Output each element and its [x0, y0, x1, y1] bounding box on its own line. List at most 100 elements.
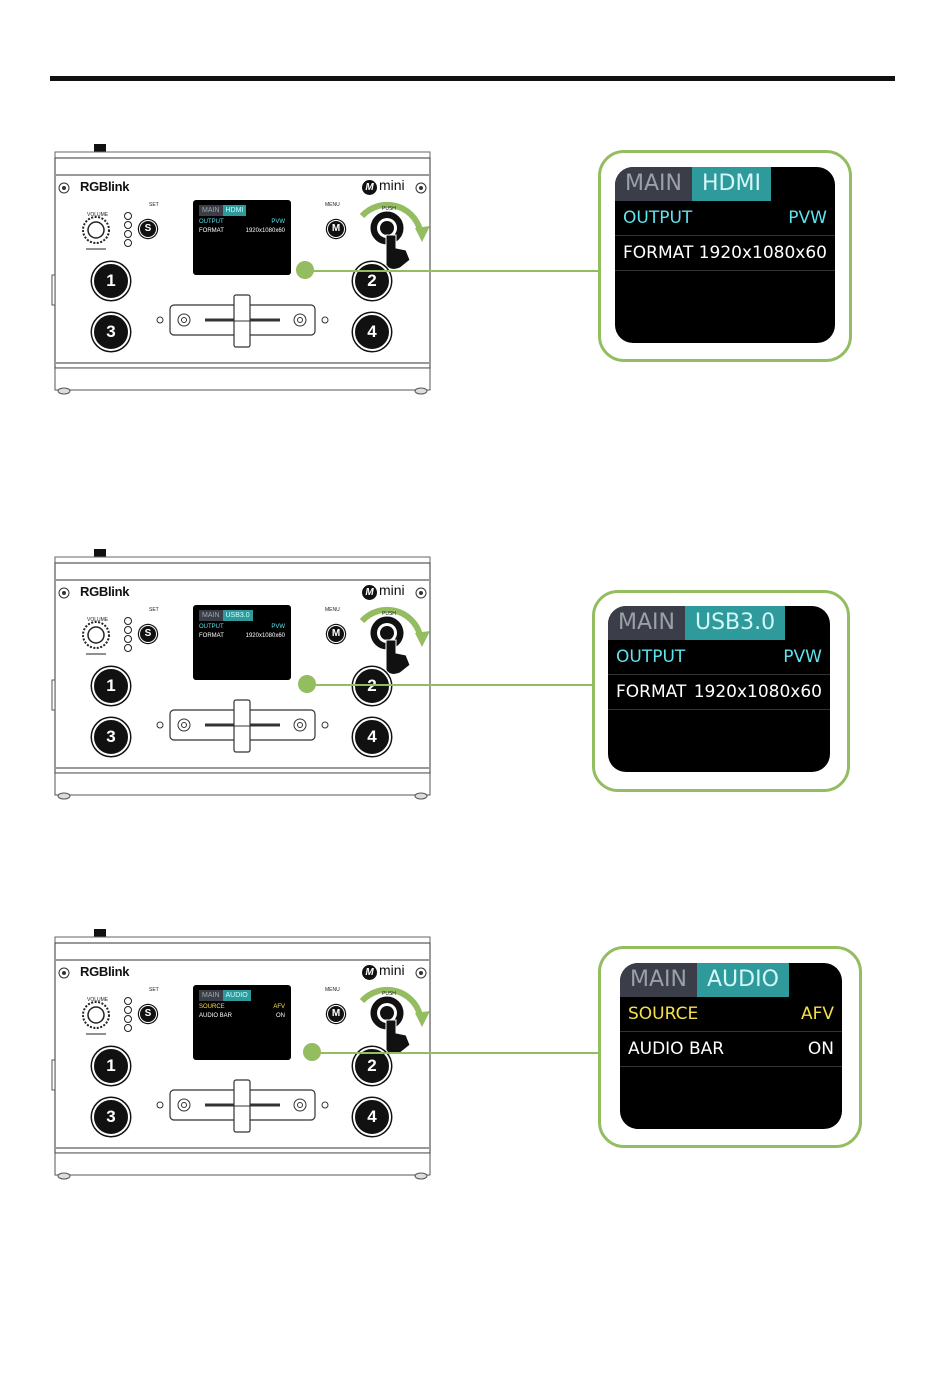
panel-row: SOURCE AFV	[620, 997, 842, 1032]
panel-row-label: FORMAT	[623, 243, 694, 263]
source-button-4[interactable]: 4	[353, 313, 391, 351]
m-logo-icon: M	[362, 585, 377, 600]
callout-connector	[305, 270, 598, 272]
source-button-1[interactable]: 1	[92, 1047, 130, 1085]
screen-row-value: 1920x1080x60	[245, 633, 285, 639]
panel-row-label: OUTPUT	[616, 647, 686, 667]
callout-dot	[296, 261, 314, 279]
set-label: SET	[149, 987, 159, 993]
screen-row-1: OUTPUT PVW	[199, 624, 285, 630]
panel-row-label: OUTPUT	[623, 208, 693, 228]
panel-row-value: AFV	[800, 1004, 834, 1024]
source-button-3[interactable]: 3	[92, 313, 130, 351]
source-button-2[interactable]: 2	[353, 667, 391, 705]
screen-row-label: OUTPUT	[199, 624, 224, 630]
model-label: mini	[379, 177, 405, 193]
panel-row: AUDIO BAR ON	[620, 1032, 842, 1067]
panel-row-label: AUDIO BAR	[628, 1039, 725, 1059]
tab-active: HDMI	[691, 167, 771, 201]
screen-tab-main: MAIN	[199, 990, 223, 1001]
source-button-4[interactable]: 4	[353, 1098, 391, 1136]
screen-row-value: PVW	[271, 219, 285, 225]
brand-logo: RGBlink	[80, 179, 130, 194]
callout-dot	[303, 1043, 321, 1061]
menu-label: MENU	[325, 987, 340, 993]
volume-label: VOLUME	[87, 617, 109, 623]
menu-label: MENU	[325, 202, 340, 208]
screen-row-value: ON	[276, 1013, 285, 1019]
panel-row-label: SOURCE	[628, 1004, 699, 1024]
screen-row-value: 1920x1080x60	[245, 228, 285, 234]
set-button[interactable]: S	[139, 1005, 157, 1023]
m-logo-icon: M	[362, 965, 377, 980]
callout-connector	[310, 1052, 598, 1054]
source-button-2[interactable]: 2	[353, 262, 391, 300]
brand-logo: RGBlink	[80, 584, 130, 599]
panel-row-value: ON	[807, 1039, 834, 1059]
push-label: PUSH	[382, 206, 396, 212]
brand-logo: RGBlink	[80, 964, 130, 979]
panel-row: OUTPUT PVW	[615, 201, 835, 236]
screen-tab-main: MAIN	[199, 205, 223, 216]
source-button-3[interactable]: 3	[92, 1098, 130, 1136]
menu-button[interactable]: M	[327, 625, 345, 643]
tab-main: MAIN	[620, 963, 697, 997]
screen-row-value: AFV	[273, 1004, 285, 1010]
source-button-1[interactable]: 1	[92, 262, 130, 300]
tab-main: MAIN	[608, 606, 685, 640]
screen-row-label: AUDIO BAR	[199, 1013, 233, 1019]
panel-row-value: 1920x1080x60	[698, 243, 827, 263]
screen-row-label: SOURCE	[199, 1004, 225, 1010]
screen-row-1: SOURCE AFV	[199, 1004, 285, 1010]
m-logo-icon: M	[362, 180, 377, 195]
callout-connector	[305, 684, 592, 686]
push-label: PUSH	[382, 991, 396, 997]
model-label: mini	[379, 582, 405, 598]
panel-row-value: PVW	[783, 647, 822, 667]
source-button-1[interactable]: 1	[92, 667, 130, 705]
source-button-4[interactable]: 4	[353, 718, 391, 756]
screen-tab-sub: HDMI	[222, 205, 247, 216]
source-button-3[interactable]: 3	[92, 718, 130, 756]
push-label: PUSH	[382, 611, 396, 617]
panel-row-value: PVW	[788, 208, 827, 228]
panel-row: OUTPUT PVW	[608, 640, 830, 675]
menu-button[interactable]: M	[327, 220, 345, 238]
tab-active: USB3.0	[684, 606, 786, 640]
set-button[interactable]: S	[139, 625, 157, 643]
screen-tab-sub: AUDIO	[222, 990, 251, 1001]
set-button[interactable]: S	[139, 220, 157, 238]
volume-label: VOLUME	[87, 997, 109, 1003]
screen-tab-sub: USB3.0	[222, 610, 253, 621]
panel-row-label: FORMAT	[616, 682, 687, 702]
menu-button[interactable]: M	[327, 1005, 345, 1023]
tab-active: AUDIO	[696, 963, 789, 997]
set-label: SET	[149, 607, 159, 613]
screen-row-value: PVW	[271, 624, 285, 630]
set-label: SET	[149, 202, 159, 208]
screen-tab-main: MAIN	[199, 610, 223, 621]
volume-label: VOLUME	[87, 212, 109, 218]
callout-dot	[298, 675, 316, 693]
